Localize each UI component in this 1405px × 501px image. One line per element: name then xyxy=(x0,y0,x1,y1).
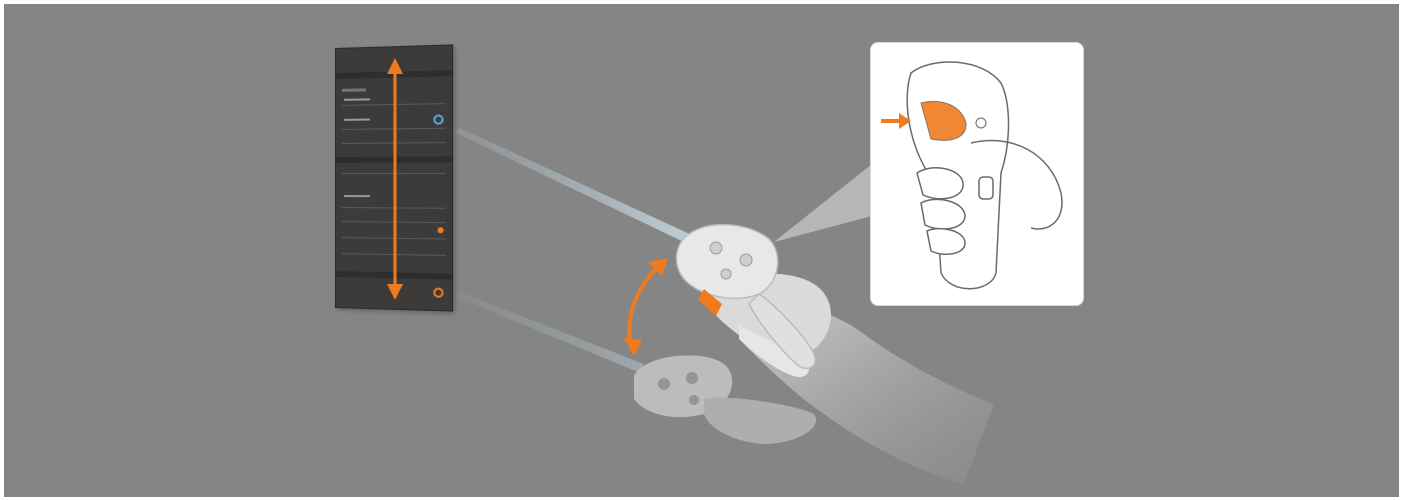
press-arrow xyxy=(881,113,911,129)
illustration-canvas xyxy=(4,4,1399,497)
grip-button-closeup-icon xyxy=(871,43,1083,305)
grip-button-closeup-inset xyxy=(870,42,1084,306)
tilt-rotate-arrow xyxy=(624,258,668,356)
illustration-overlay xyxy=(4,4,1399,497)
vertical-scroll-arrow xyxy=(387,58,403,300)
